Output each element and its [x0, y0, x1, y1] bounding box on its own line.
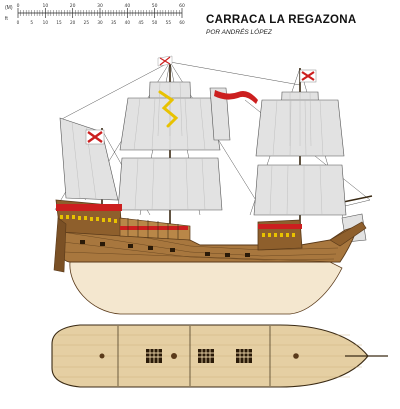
drawing-title: CARRACA LA REGAZONA — [206, 14, 357, 26]
deck-divisions — [117, 326, 271, 386]
scale-label-top: 50 — [152, 3, 158, 9]
scale-labels-top: 0 10 20 30 40 50 60 — [17, 3, 185, 9]
scale-label-top: 30 — [97, 3, 103, 9]
scale-label-bottom: 45 — [138, 20, 144, 25]
scale-label-bottom: 30 — [97, 20, 103, 25]
scale-label-bottom: 60 — [179, 20, 185, 25]
scale-label-top: 60 — [179, 3, 185, 9]
scale-label-bottom: 40 — [125, 20, 131, 25]
scale-unit-bottom: ft — [5, 16, 8, 22]
scale-labels-bottom: 0 5 10 15 20 25 30 35 40 45 50 55 60 — [17, 20, 185, 25]
scale-label-bottom: 20 — [70, 20, 76, 25]
hatch-grating-icon — [198, 349, 214, 363]
scale-label-bottom: 50 — [152, 20, 158, 25]
bow-beakhead — [329, 221, 367, 247]
hatch-grating-icon — [146, 349, 162, 363]
mast-streamer-pennant — [214, 90, 258, 104]
scale-label-top: 10 — [42, 3, 48, 9]
scale-label-bottom: 0 — [17, 20, 20, 25]
scale-label-bottom: 55 — [166, 20, 172, 25]
forecastle-gallery — [262, 233, 295, 237]
scale-label-top: 0 — [17, 3, 20, 9]
scale-ticks — [17, 8, 183, 18]
stern-castle-gallery — [60, 215, 117, 223]
scale-label-bottom: 25 — [84, 20, 90, 25]
scale-label-bottom: 10 — [43, 20, 49, 25]
cross-flag-icon — [85, 129, 105, 145]
hatch-grating-icon — [236, 349, 252, 363]
scale-label-bottom: 35 — [111, 20, 117, 25]
waist-red-band — [120, 226, 188, 230]
scale-label-bottom: 5 — [30, 20, 33, 25]
gun-port-icon — [80, 240, 250, 257]
scale-label-bottom: 15 — [56, 20, 62, 25]
waist-rail-posts — [127, 218, 179, 239]
scale-bar: 0 10 20 30 40 50 60 0 5 10 15 20 25 30 35 40 45 50 55 60 — [17, 3, 185, 25]
scale-unit-top: (M) — [5, 5, 13, 11]
cross-flag-icon — [157, 55, 173, 67]
stern-castle-red-band — [56, 204, 122, 211]
scale-label-top: 20 — [70, 3, 76, 9]
scale-label-top: 40 — [124, 3, 130, 9]
forecastle-red-band — [258, 224, 302, 229]
hull-underwater — [69, 261, 343, 315]
cross-flag-icon — [299, 69, 317, 83]
drawing-author: POR ANDRÉS LÓPEZ — [206, 29, 272, 36]
mast-steps — [99, 353, 299, 359]
rudder — [53, 217, 67, 273]
fore-sail-seams — [269, 91, 324, 216]
sail-cross-emblem — [158, 90, 179, 128]
